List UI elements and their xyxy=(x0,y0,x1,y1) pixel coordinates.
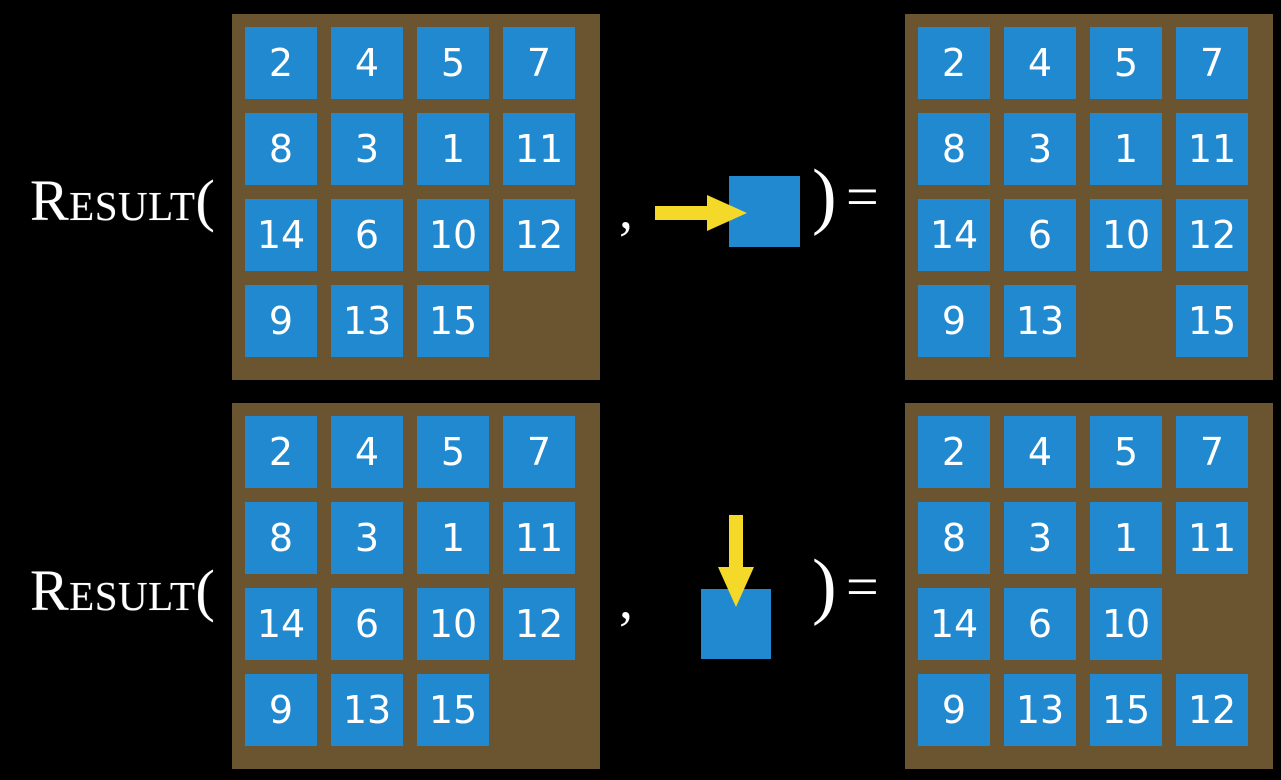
tile[interactable]: 12 xyxy=(1176,199,1248,271)
tile[interactable]: 1 xyxy=(417,502,489,574)
tile[interactable]: 4 xyxy=(1004,416,1076,488)
equals-sign-row1: = xyxy=(846,164,879,229)
tile[interactable]: 5 xyxy=(1090,27,1162,99)
tile[interactable]: 6 xyxy=(1004,199,1076,271)
tile[interactable]: 9 xyxy=(918,285,990,357)
tile[interactable]: 2 xyxy=(245,27,317,99)
tile[interactable]: 2 xyxy=(245,416,317,488)
tile[interactable]: 14 xyxy=(245,199,317,271)
tile[interactable]: 12 xyxy=(503,588,575,660)
tile[interactable]: 13 xyxy=(331,674,403,746)
input-board-row1: 2 4 5 7 8 3 1 11 14 6 10 12 9 13 15 xyxy=(232,14,600,380)
output-grid-row2: 2 4 5 7 8 3 1 11 14 6 10 9 13 15 12 xyxy=(918,416,1248,746)
tile[interactable]: 2 xyxy=(918,416,990,488)
tile[interactable]: 9 xyxy=(245,285,317,357)
tile[interactable]: 11 xyxy=(503,502,575,574)
input-board-row2: 2 4 5 7 8 3 1 11 14 6 10 12 9 13 15 xyxy=(232,403,600,769)
tile[interactable]: 7 xyxy=(1176,416,1248,488)
close-paren-row1: ) xyxy=(812,155,837,237)
tile[interactable]: 5 xyxy=(1090,416,1162,488)
tile[interactable]: 13 xyxy=(1004,674,1076,746)
tile[interactable]: 14 xyxy=(245,588,317,660)
tile[interactable]: 9 xyxy=(918,674,990,746)
empty-slot xyxy=(503,674,575,746)
input-grid-row1: 2 4 5 7 8 3 1 11 14 6 10 12 9 13 15 xyxy=(245,27,575,357)
tile[interactable]: 6 xyxy=(331,199,403,271)
equals-sign-row2: = xyxy=(846,554,879,619)
tile[interactable]: 5 xyxy=(417,27,489,99)
tile[interactable]: 1 xyxy=(1090,502,1162,574)
tile[interactable]: 7 xyxy=(503,27,575,99)
input-grid-row2: 2 4 5 7 8 3 1 11 14 6 10 12 9 13 15 xyxy=(245,416,575,746)
tile[interactable]: 14 xyxy=(918,199,990,271)
tile[interactable]: 13 xyxy=(1004,285,1076,357)
tile[interactable]: 15 xyxy=(1176,285,1248,357)
tile[interactable]: 7 xyxy=(503,416,575,488)
tile[interactable]: 5 xyxy=(417,416,489,488)
tile[interactable]: 8 xyxy=(245,113,317,185)
tile[interactable]: 9 xyxy=(245,674,317,746)
tile[interactable]: 4 xyxy=(331,416,403,488)
tile[interactable]: 3 xyxy=(331,113,403,185)
tile[interactable]: 4 xyxy=(1004,27,1076,99)
tile[interactable]: 11 xyxy=(503,113,575,185)
tile[interactable]: 12 xyxy=(1176,674,1248,746)
output-grid-row1: 2 4 5 7 8 3 1 11 14 6 10 12 9 13 15 xyxy=(918,27,1248,357)
tile[interactable]: 12 xyxy=(503,199,575,271)
yellow-right-arrow xyxy=(655,195,747,231)
tile[interactable]: 11 xyxy=(1176,502,1248,574)
tile[interactable]: 1 xyxy=(417,113,489,185)
empty-slot xyxy=(1176,588,1248,660)
empty-slot xyxy=(1090,285,1162,357)
tile[interactable]: 3 xyxy=(331,502,403,574)
tile[interactable]: 13 xyxy=(331,285,403,357)
tile[interactable]: 3 xyxy=(1004,113,1076,185)
tile[interactable]: 2 xyxy=(918,27,990,99)
arrow-right-into-block-icon-row1 xyxy=(655,174,805,252)
tile[interactable]: 8 xyxy=(918,502,990,574)
comma-separator-row1: , xyxy=(619,179,633,241)
tile[interactable]: 1 xyxy=(1090,113,1162,185)
tile[interactable]: 10 xyxy=(417,588,489,660)
tile[interactable]: 15 xyxy=(417,674,489,746)
arrow-down-into-block-icon-row2 xyxy=(700,515,780,660)
tile[interactable]: 11 xyxy=(1176,113,1248,185)
tile[interactable]: 8 xyxy=(918,113,990,185)
tile[interactable]: 7 xyxy=(1176,27,1248,99)
tile[interactable]: 10 xyxy=(1090,199,1162,271)
tile[interactable]: 14 xyxy=(918,588,990,660)
tile[interactable]: 8 xyxy=(245,502,317,574)
result-function-label-row2: Result( xyxy=(30,558,216,623)
comma-separator-row2: , xyxy=(619,569,633,631)
tile[interactable]: 15 xyxy=(1090,674,1162,746)
result-function-label-row1: Result( xyxy=(30,168,216,233)
output-board-row1: 2 4 5 7 8 3 1 11 14 6 10 12 9 13 15 xyxy=(905,14,1273,380)
tile[interactable]: 10 xyxy=(417,199,489,271)
tile[interactable]: 4 xyxy=(331,27,403,99)
yellow-down-arrow xyxy=(718,515,754,607)
empty-slot xyxy=(503,285,575,357)
close-paren-row2: ) xyxy=(812,545,837,627)
tile[interactable]: 3 xyxy=(1004,502,1076,574)
tile[interactable]: 15 xyxy=(417,285,489,357)
tile[interactable]: 6 xyxy=(331,588,403,660)
tile[interactable]: 10 xyxy=(1090,588,1162,660)
tile[interactable]: 6 xyxy=(1004,588,1076,660)
output-board-row2: 2 4 5 7 8 3 1 11 14 6 10 9 13 15 12 xyxy=(905,403,1273,769)
